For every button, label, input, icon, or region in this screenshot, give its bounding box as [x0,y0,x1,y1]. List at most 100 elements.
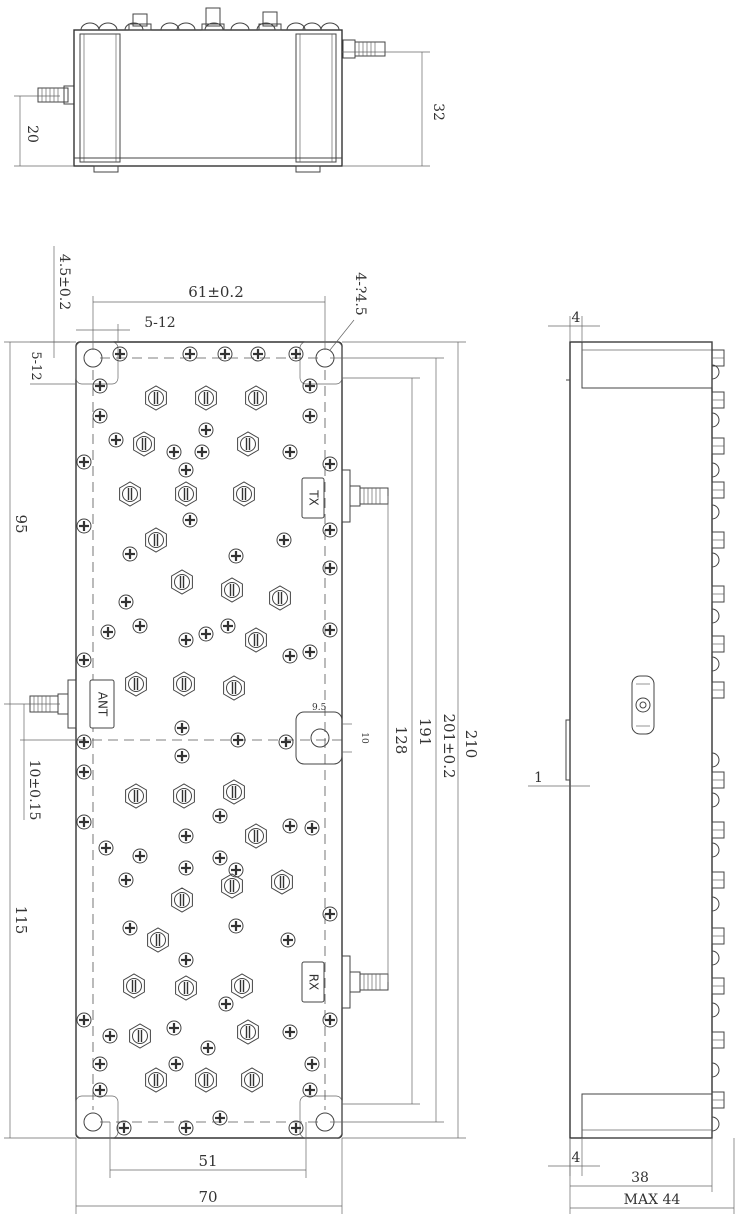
cross-screw [304,1056,320,1072]
side-screw [711,531,725,549]
dim-edge-offset: 4.5±0.2 [56,254,72,310]
side-screw [711,1091,725,1109]
ant-label: ANT [89,679,115,729]
cross-screw [132,848,148,864]
side-screw [711,391,725,409]
tuning-screw [245,385,267,411]
dim-top-view-conn-height: 20 [24,125,40,143]
side-screw-head [711,842,720,858]
side-screw-head [711,504,720,520]
side-screw-head [711,608,720,624]
top-screw-head [286,22,306,31]
side-screw [711,481,725,499]
side-screw-head [711,1002,720,1018]
cross-screw [194,444,210,460]
cross-screw [112,346,128,362]
side-screw-head [711,462,720,478]
top-screw-head [204,22,224,31]
cross-screw [182,346,198,362]
dim-inner-height: 191 [416,718,434,747]
tuning-screw [175,975,197,1001]
cross-screw [228,862,244,878]
side-screw-head [711,364,720,380]
side-screw [711,927,725,945]
dim-hole-span-height: 201±0.2 [440,713,458,778]
dim-hole-callout: 4-?4.5 [352,272,368,315]
cross-screw [322,906,338,922]
rx-label: RX [301,961,325,1003]
cross-screw [282,1024,298,1040]
cross-screw [116,1120,132,1136]
side-screw [711,437,725,455]
cross-screw [322,456,338,472]
cross-screw [92,408,108,424]
cross-screw [76,652,92,668]
dim-mount-height: 10 [359,732,369,744]
cross-screw [282,444,298,460]
tuning-screw [145,1067,167,1093]
top-tuner-post [201,7,225,31]
dim-side-inset-top: 4 [572,310,581,326]
tuning-screw [175,481,197,507]
top-screw-head [160,22,180,31]
cross-screw [302,378,318,394]
cross-screw [92,1082,108,1098]
cross-screw [250,346,266,362]
tuning-screw [171,569,193,595]
cross-screw [76,734,92,750]
tuning-screw [145,527,167,553]
cross-screw [212,1110,228,1126]
dim-side-body: 38 [631,1170,649,1186]
cross-screw [122,546,138,562]
top-screw-head [124,22,144,31]
cross-screw [282,648,298,664]
tx-connector [341,469,389,523]
cross-screw [220,618,236,634]
dim-front-height: 210 [462,730,480,759]
cross-screw [168,1056,184,1072]
tuning-screw [237,1019,259,1045]
tuning-screw [133,431,155,457]
front-view-screws [76,346,338,1136]
ant-label-text: ANT [96,692,110,717]
top-screw-head [302,22,322,31]
dim-lower-width: 51 [198,1152,217,1170]
dim-left-upper: 95 [12,514,30,533]
front-view: 9.5 10 [4,246,480,1214]
side-screw [711,585,725,603]
cross-screw [212,850,228,866]
tuning-screw [195,1067,217,1093]
cross-screw [200,1040,216,1056]
cross-screw [218,996,234,1012]
cross-screw [92,378,108,394]
cross-screw [280,932,296,948]
cross-screw [212,808,228,824]
dim-hole-span-width: 61±0.2 [188,283,244,301]
side-screw-head [711,792,720,808]
tuning-screw [233,481,255,507]
cross-screw [76,814,92,830]
top-screw-head [256,22,276,31]
side-screw-head [711,950,720,966]
side-view-connector [631,675,655,735]
cross-screw [288,1120,304,1136]
side-screw-head [711,412,720,428]
side-screw [711,635,725,653]
tuning-screw [119,481,141,507]
side-screw [711,821,725,839]
dim-mount-width: 9.5 [312,703,327,713]
side-screw [711,771,725,789]
cross-screw [302,1082,318,1098]
cross-screw [118,872,134,888]
dim-ant-offset: 10±0.15 [26,760,42,821]
cross-screw [122,920,138,936]
cross-screw [76,454,92,470]
top-view-left-connector [37,85,75,105]
tuning-screw [129,1023,151,1049]
tuning-screw [171,887,193,913]
side-view-screws [711,349,725,1132]
cross-screw [102,1028,118,1044]
top-screw-head [176,22,196,31]
tuning-screw [123,973,145,999]
cross-screw [228,918,244,934]
